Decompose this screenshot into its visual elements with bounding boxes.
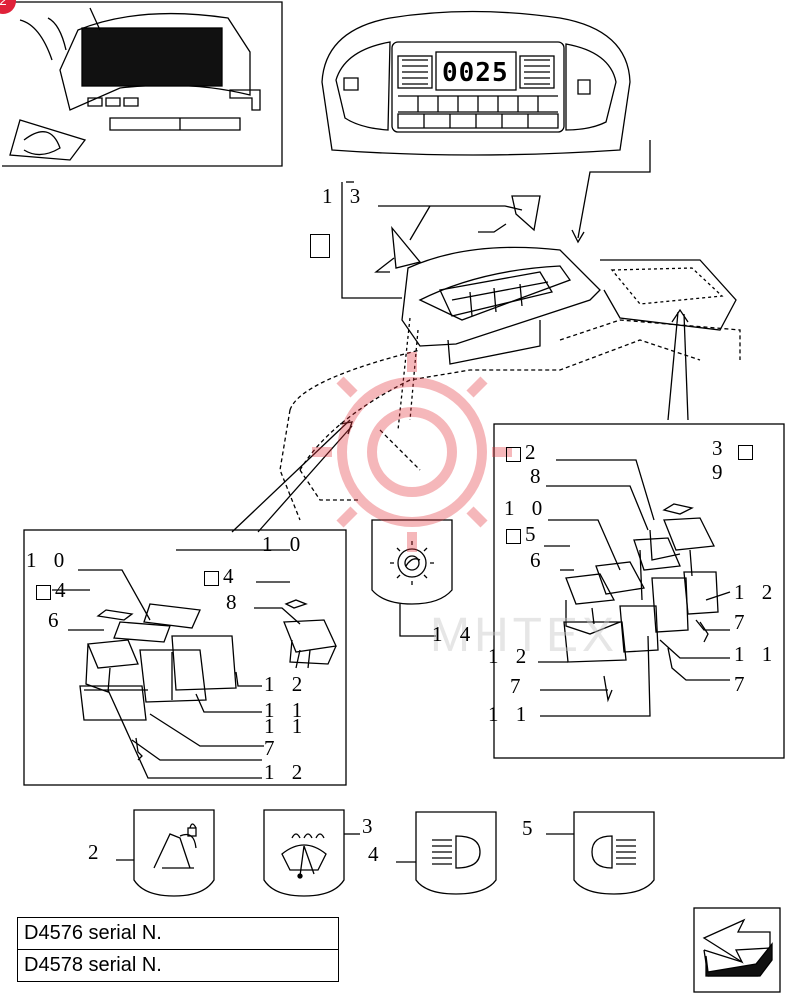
callout-10-left-b: 1 0	[26, 548, 71, 572]
watermark-text: MHTEX	[430, 609, 618, 662]
callout-icon-5: 5	[522, 816, 539, 840]
high-beam-icon	[591, 835, 636, 869]
item-14-panel	[371, 519, 453, 637]
serial-row: D4578 serial N.	[24, 954, 162, 976]
callout-2: 2	[506, 442, 542, 463]
callout-12-left-b: 1 2	[264, 760, 309, 784]
hour-counter-readout: 0025	[442, 58, 509, 88]
watermark-gear	[312, 352, 512, 552]
callout-icon-3: 3	[362, 814, 379, 838]
callout-12-left-a: 1 2	[264, 672, 309, 696]
callout-5: 5	[506, 524, 542, 545]
callout-12-right-a: 1 2	[734, 580, 779, 604]
callout-13: 1 3	[322, 184, 367, 208]
callout-8-right: 8	[530, 464, 547, 488]
callout-11-right-a: 1 1	[734, 642, 779, 666]
callout-14: 1 4	[432, 622, 477, 646]
callout-11-left-a: 1 1	[264, 698, 309, 722]
cab-inset-view	[2, 1, 283, 167]
windscreen-washer-icon	[281, 833, 327, 879]
callout-6-right: 6	[530, 548, 547, 572]
callout-13-box	[310, 234, 334, 259]
callout-6-left: 6	[48, 608, 65, 632]
callout-4-mid: 4	[204, 566, 240, 587]
callout-7-right-a: 7	[734, 610, 751, 634]
serial-number-table: D4576 serial N. D4578 serial N.	[17, 917, 339, 982]
callout-10-right: 1 0	[504, 496, 549, 520]
low-beam-icon	[432, 835, 481, 869]
callout-3-box	[738, 440, 757, 461]
callout-7-left: 7	[264, 736, 281, 760]
callout-7-right-c: 7	[510, 674, 527, 698]
icon-tiles-bottom	[116, 809, 655, 897]
callout-12-right-b: 1 2	[488, 644, 533, 668]
callout-3-right: 3	[712, 436, 729, 460]
callout-9: 9	[712, 460, 729, 484]
callout-8-left: 8	[226, 590, 243, 614]
hood-lock-icon	[153, 823, 197, 869]
callout-7-right-b: 7	[734, 672, 751, 696]
callout-icon-2: 2	[88, 840, 105, 864]
serial-row: D4576 serial N.	[18, 918, 338, 950]
instrument-cluster-top	[321, 10, 631, 156]
callout-icon-4: 4	[368, 842, 385, 866]
callout-4-left: 4	[36, 580, 72, 601]
next-page-arrow-icon	[693, 907, 781, 993]
dashboard-center	[231, 181, 741, 533]
left-switch-assembly	[23, 529, 347, 786]
callout-11-left-b: 1 1	[264, 714, 309, 738]
right-switch-assembly	[493, 423, 785, 759]
callout-11-right-b: 1 1	[488, 702, 533, 726]
callout-10-left-a: 1 0	[262, 532, 307, 556]
